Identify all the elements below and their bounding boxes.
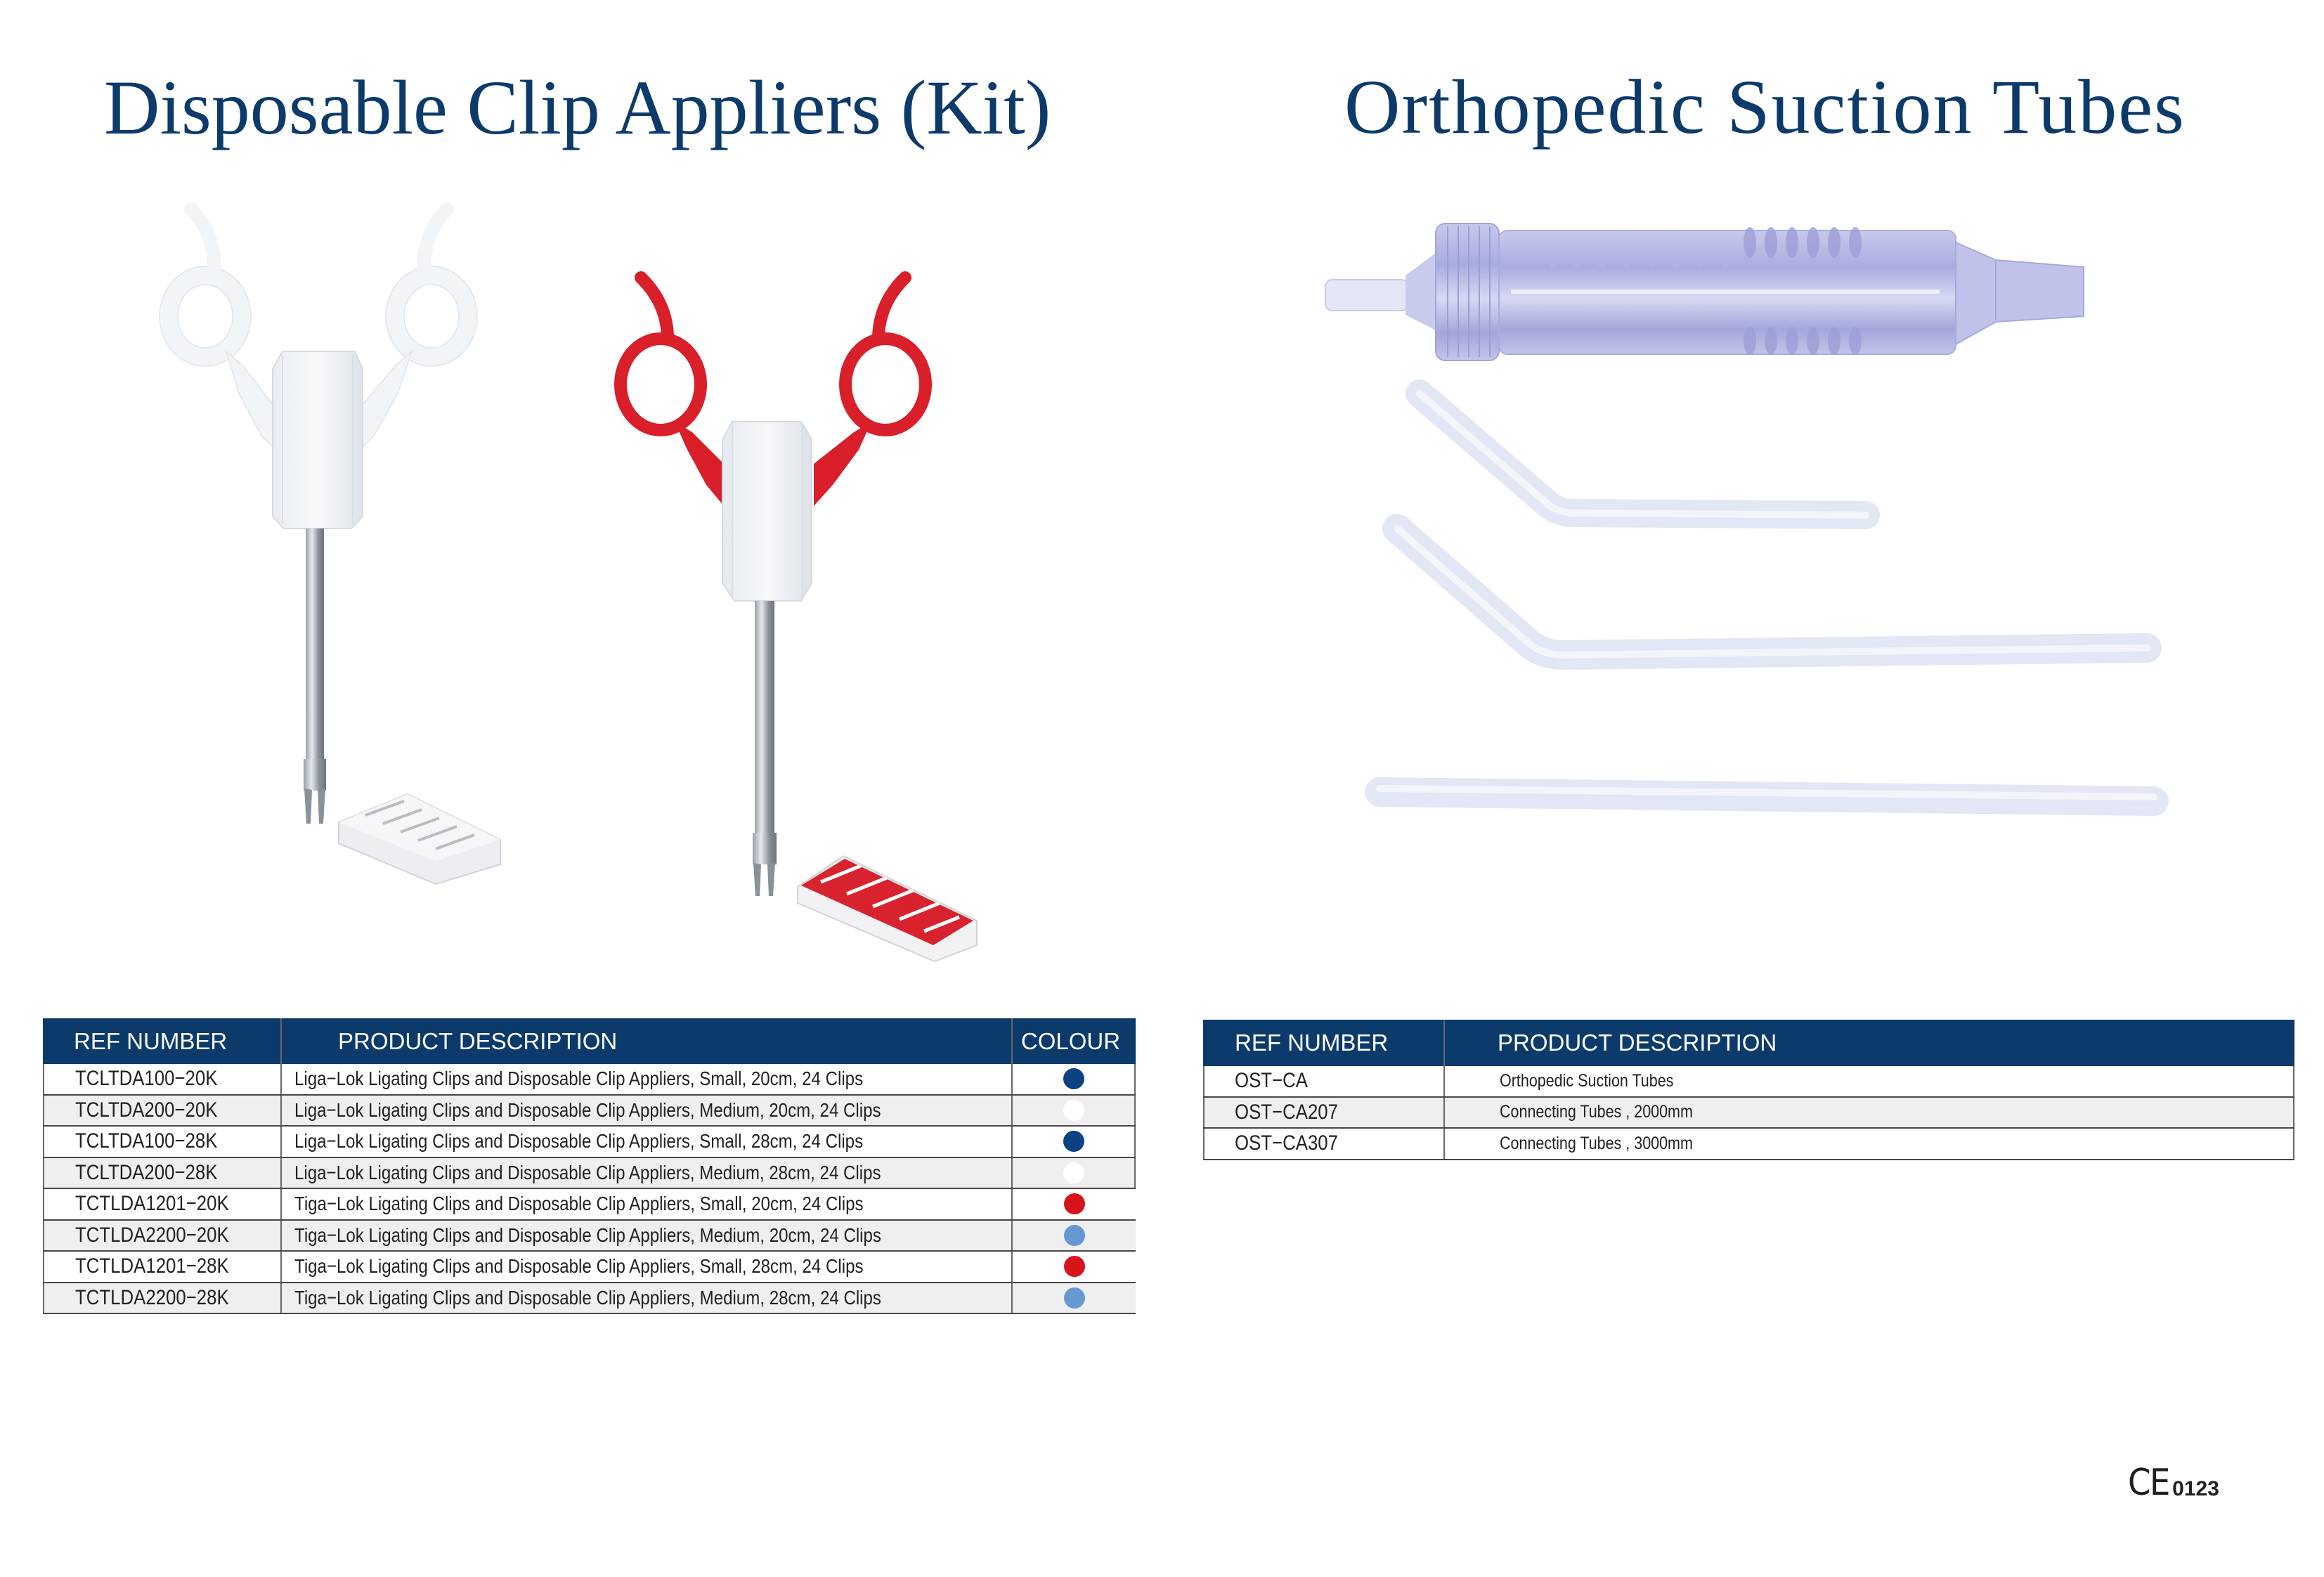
ref-number-cell: TCLTDA100−28K [43, 1127, 280, 1157]
description-cell: Orthopedic Suction Tubes [1443, 1066, 2294, 1096]
clip-appliers-table: REF NUMBER PRODUCT DESCRIPTION COLOUR TC… [43, 1018, 1136, 1314]
colour-cell [1011, 1220, 1136, 1250]
straight-tube [1365, 777, 2169, 816]
colour-dot-white [1063, 1099, 1084, 1121]
colour-dot-dark-blue [1063, 1068, 1084, 1090]
ref-number: TCLTDA100−28K [75, 1129, 218, 1153]
table-row: OST−CA307 Connecting Tubes , 3000mm [1203, 1129, 2294, 1160]
product-description: Connecting Tubes , 3000mm [1500, 1133, 1693, 1153]
colour-dot-white [1063, 1162, 1084, 1183]
colour-cell [1011, 1283, 1136, 1313]
ref-number-cell: TCLTDA200−28K [43, 1157, 280, 1188]
red-clip-cartridge [797, 855, 978, 963]
header-colour: COLOUR [1011, 1018, 1136, 1064]
colour-dot-dark-blue [1063, 1131, 1084, 1153]
white-clip-applier-image [159, 202, 501, 885]
table-row: OST−CA Orthopedic Suction Tubes [1203, 1066, 2294, 1098]
page-title-suction-tubes: Orthopedic Suction Tubes [1344, 64, 2186, 150]
ce-logo-icon: CE [2128, 1462, 2170, 1504]
ref-number: TCTLDA1201−28K [75, 1254, 229, 1278]
description-cell: Liga−Lok Ligating Clips and Disposable C… [280, 1127, 1011, 1157]
description-cell: Liga−Lok Ligating Clips and Disposable C… [280, 1157, 1011, 1188]
table-row: TCLTDA200−20K Liga−Lok Ligating Clips and… [43, 1095, 1136, 1127]
ref-number: OST−CA207 [1235, 1100, 1338, 1124]
colour-cell [1011, 1157, 1136, 1188]
ref-number-cell: TCLTDA100−20K [43, 1064, 280, 1094]
ref-number: OST−CA [1235, 1069, 1308, 1093]
description-cell: Tiga−Lok Ligating Clips and Disposable C… [280, 1189, 1011, 1219]
table-row: TCTLDA1201−28K Tiga−Lok Ligating Clips an… [43, 1252, 1136, 1283]
description-cell: Tiga−Lok Ligating Clips and Disposable C… [280, 1283, 1011, 1313]
red-clip-applier-image [614, 271, 978, 963]
table-row: TCLTDA100−28K Liga−Lok Ligating Clips and… [43, 1127, 1136, 1158]
table-header: REF NUMBER PRODUCT DESCRIPTION [1203, 1020, 2294, 1066]
ref-number: TCLTDA200−28K [75, 1160, 218, 1184]
header-product-description: PRODUCT DESCRIPTION [1443, 1020, 2294, 1066]
product-description: Tiga−Lok Ligating Clips and Disposable C… [294, 1255, 864, 1278]
ref-number-cell: TCTLDA1201−20K [43, 1189, 280, 1219]
ref-number: TCTLDA1201−20K [75, 1192, 229, 1216]
colour-dot-light-blue [1063, 1287, 1085, 1309]
table-header: REF NUMBER PRODUCT DESCRIPTION COLOUR [43, 1018, 1136, 1064]
colour-dot-red [1063, 1256, 1085, 1278]
long-bent-tube [1382, 514, 2162, 670]
ref-number-cell: TCLTDA200−20K [43, 1095, 280, 1125]
colour-cell [1011, 1064, 1136, 1094]
description-cell: Liga−Lok Ligating Clips and Disposable C… [280, 1095, 1011, 1125]
colour-cell [1011, 1127, 1136, 1157]
table-row: TCTLDA2200−20K Tiga−Lok Ligating Clips an… [43, 1220, 1136, 1252]
header-ref-number: REF NUMBER [74, 1027, 228, 1054]
table-row: TCTLDA2200−28K Tiga−Lok Ligating Clips an… [43, 1283, 1136, 1314]
table-row: TCLTDA100−20K Liga−Lok Ligating Clips and… [43, 1064, 1136, 1096]
ref-number-cell: OST−CA307 [1203, 1129, 1443, 1159]
ref-number: TCTLDA2200−20K [75, 1223, 229, 1247]
description-cell: Connecting Tubes , 3000mm [1443, 1129, 2294, 1159]
product-description: Connecting Tubes , 2000mm [1500, 1102, 1693, 1122]
suction-handle [1325, 223, 2084, 361]
description-cell: Connecting Tubes , 2000mm [1443, 1097, 2294, 1127]
notified-body-number: 0123 [2172, 1477, 2219, 1500]
description-cell: Tiga−Lok Ligating Clips and Disposable C… [280, 1220, 1011, 1250]
product-description: Tiga−Lok Ligating Clips and Disposable C… [294, 1286, 881, 1309]
product-description: Liga−Lok Ligating Clips and Disposable C… [294, 1161, 881, 1183]
description-cell: Tiga−Lok Ligating Clips and Disposable C… [280, 1252, 1011, 1282]
ref-number-cell: OST−CA207 [1203, 1097, 1443, 1127]
ref-number-cell: TCTLDA2200−20K [43, 1220, 280, 1250]
table-row: OST−CA207 Connecting Tubes , 2000mm [1203, 1097, 2294, 1129]
ce-mark: CE 0123 [2128, 1462, 2219, 1504]
product-description: Liga−Lok Ligating Clips and Disposable C… [294, 1130, 864, 1153]
suction-tubes-table: REF NUMBER PRODUCT DESCRIPTION OST−CA Ort… [1203, 1020, 2294, 1160]
colour-cell [1011, 1252, 1136, 1282]
ref-number-cell: TCTLDA2200−28K [43, 1283, 280, 1313]
description-cell: Liga−Lok Ligating Clips and Disposable C… [280, 1064, 1011, 1094]
product-description: Tiga−Lok Ligating Clips and Disposable C… [294, 1224, 881, 1246]
table-row: TCTLDA1201−20K Tiga−Lok Ligating Clips an… [43, 1189, 1136, 1221]
ref-number: TCTLDA2200−28K [75, 1285, 229, 1309]
product-description: Orthopedic Suction Tubes [1500, 1070, 1674, 1091]
header-product-description: PRODUCT DESCRIPTION [280, 1018, 1011, 1064]
ref-number-cell: OST−CA [1203, 1066, 1443, 1096]
colour-cell [1011, 1189, 1136, 1219]
product-description: Liga−Lok Ligating Clips and Disposable C… [294, 1098, 881, 1121]
ref-number-cell: TCTLDA1201−28K [43, 1252, 280, 1282]
page-title-clip-appliers: Disposable Clip Appliers (Kit) [104, 65, 1051, 150]
ref-number: TCLTDA200−20K [75, 1098, 218, 1122]
header-ref-number: REF NUMBER [1235, 1030, 1389, 1056]
colour-cell [1011, 1095, 1136, 1125]
table-row: TCLTDA200−28K Liga−Lok Ligating Clips and… [43, 1157, 1136, 1189]
colour-dot-light-blue [1063, 1224, 1085, 1246]
product-description: Liga−Lok Ligating Clips and Disposable C… [294, 1067, 864, 1090]
product-description: Tiga−Lok Ligating Clips and Disposable C… [294, 1193, 864, 1215]
colour-dot-red [1063, 1193, 1085, 1215]
ref-number: OST−CA307 [1235, 1131, 1338, 1155]
ref-number: TCLTDA100−20K [75, 1067, 218, 1091]
suction-tubes-image [1325, 223, 2169, 816]
white-clip-cartridge [338, 793, 501, 885]
